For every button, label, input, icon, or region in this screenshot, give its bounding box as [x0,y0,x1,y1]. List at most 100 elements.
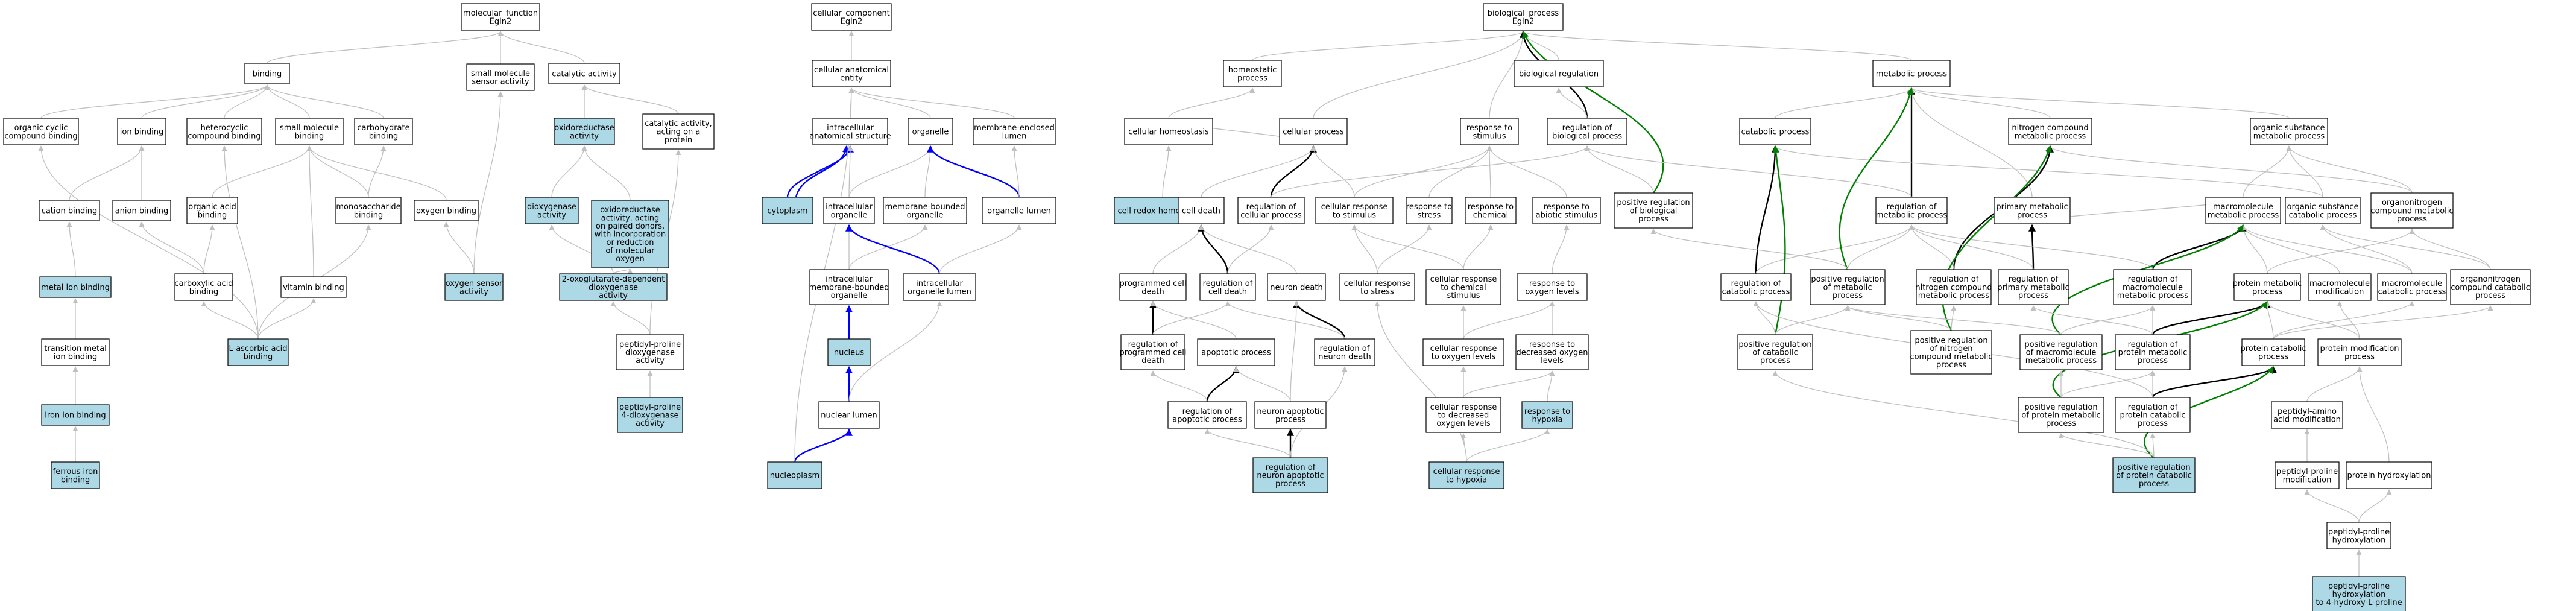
node-catalytic[interactable]: catalytic activity [548,63,620,84]
node-metabolic[interactable]: metabolic process [1872,60,1951,87]
node-nucleus[interactable]: nucleus [827,338,871,366]
node-iron-ion[interactable]: iron ion binding [41,404,110,426]
node-cation-binding[interactable]: cation binding [39,200,100,221]
node-cell-process[interactable]: cellular process [1279,118,1348,145]
node-nuclear-lumen[interactable]: nuclear lumen [818,401,880,429]
node-nucleoplasm[interactable]: nucleoplasm [767,461,822,489]
node-cytoplasm[interactable]: cytoplasm [762,197,813,224]
node-ion-binding[interactable]: ion binding [117,118,166,145]
node-organelle[interactable]: organelle [908,118,953,145]
node-org-lumen[interactable]: organelle lumen [982,197,1056,224]
node-binding[interactable]: binding [244,63,290,84]
node-neuron-death[interactable]: neuron death [1267,273,1326,301]
node-oxygen-binding[interactable]: oxygen binding [414,200,479,221]
node-vitamin[interactable]: vitamin binding [280,276,347,298]
node-bio-reg[interactable]: biological regulation [1514,60,1604,87]
node-prot-hydrox[interactable]: protein hydroxylation [2346,461,2432,489]
node-cell-homeo[interactable]: cellular homeostasis [1124,118,1213,145]
node-apoptotic[interactable]: apoptotic process [1197,338,1275,366]
node-catabolic[interactable]: catabolic process [1739,118,1811,145]
node-anion-binding[interactable]: anion binding [112,200,171,221]
node-cell-death[interactable]: cell death [1178,197,1225,224]
node-metal-ion[interactable]: metal ion binding [39,276,112,298]
